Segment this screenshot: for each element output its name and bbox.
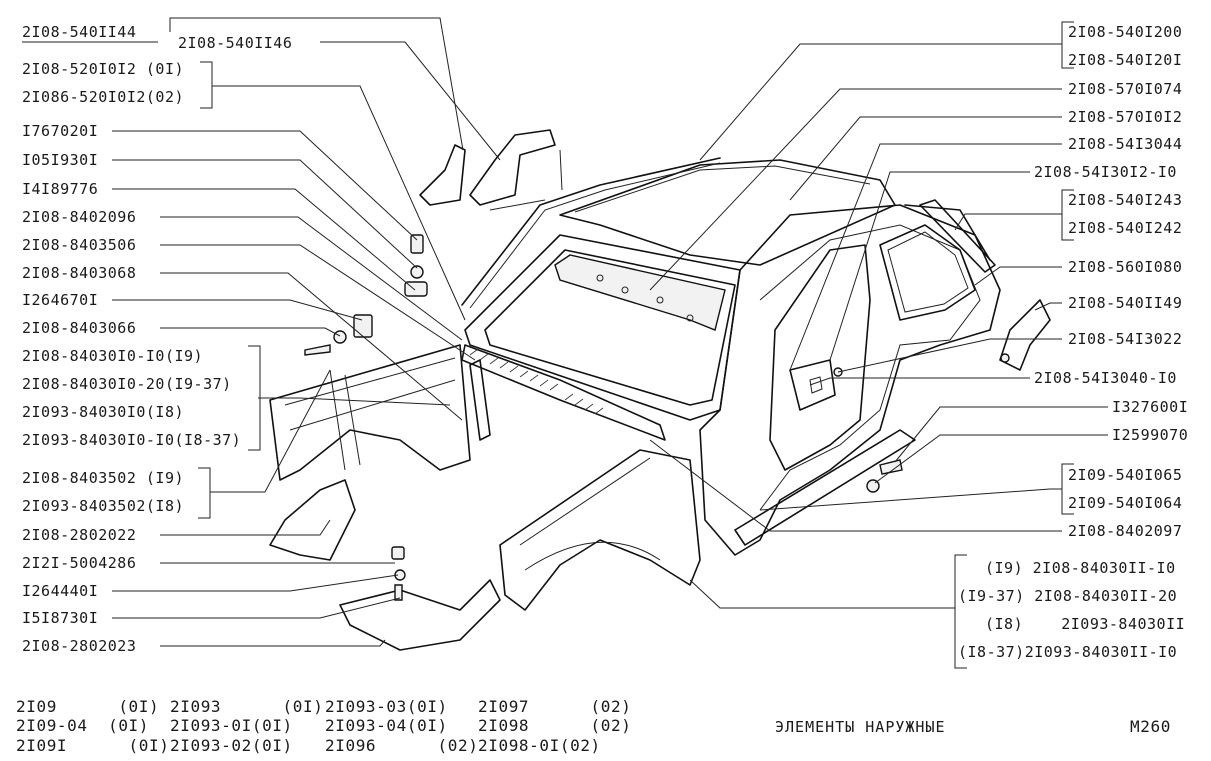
section-caption: ЭЛЕМЕНТЫ НАРУЖНЫЕ [775,718,946,736]
car-body-drawing [461,157,1051,556]
callout-left-1: 2I08-540II46 [178,34,292,52]
callout-left-19: 2I2I-5004286 [22,554,136,572]
callout-left-6: I4I89776 [22,180,98,198]
callout-right-14: 2I09-540I065 [1068,466,1182,484]
model-0: 2I09 (0I) [16,697,159,716]
inner-fender-panel [269,344,471,481]
callout-left-5: I05I930I [22,151,98,169]
sill-panel [734,429,916,546]
callout-left-14: 2I093-84030I0(I8) [22,403,184,421]
rear-spoiler [919,199,996,273]
callout-brackets [198,21,1074,669]
callout-right-3: 2I08-570I0I2 [1068,108,1182,126]
model-1: 2I09-04 (0I) [16,716,149,735]
callout-right-15: 2I09-540I064 [1068,494,1182,512]
leader-lines [112,17,1108,647]
mud-shield-rear [339,579,501,651]
upper-brackets [419,129,563,211]
model-4: 2I093-0I(0I) [170,716,293,735]
callout-left-15: 2I093-84030I0-I0(I8-37) [22,431,241,449]
model-2: 2I09I (0I) [16,736,170,755]
windshield-upper-rail [554,254,726,331]
body-side-frame [699,204,1001,556]
bracket-left [419,144,466,206]
callout-right-10: 2I08-54I3022 [1068,330,1182,348]
callout-left-11: 2I08-8403066 [22,319,136,337]
callout-right-11: 2I08-54I3040-I0 [1034,369,1177,387]
callout-left-4: I767020I [22,122,98,140]
callout-right-18: (I9-37) 2I08-84030II-20 [958,587,1177,605]
callout-left-18: 2I08-2802022 [22,526,136,544]
callout-left-0: 2I08-540II44 [22,23,136,41]
model-3: 2I093 (0I) [170,697,324,716]
mud-shield-front [269,479,356,561]
door-opening [769,244,871,471]
callout-right-4: 2I08-54I3044 [1068,135,1182,153]
roof-molding-left [461,157,721,306]
callout-left-10: I264670I [22,291,98,309]
callout-right-17: (I9) 2I08-84030II-I0 [985,559,1176,577]
rear-quarter-window [879,224,976,321]
page-code: M260 [1130,717,1171,736]
callout-left-9: 2I08-8403068 [22,264,136,282]
model-6: 2I093-03(0I) [325,697,448,716]
callout-right-16: 2I08-8402097 [1068,522,1182,540]
callout-left-17: 2I093-8403502(I8) [22,497,184,515]
callouts-left: 2I08-540II44 2I08-540II46 2I08-520I0I2 (… [22,23,292,655]
callout-right-8: 2I08-560I080 [1068,258,1182,276]
bracket-right [469,129,556,206]
callout-right-1: 2I08-540I20I [1068,51,1182,69]
model-7: 2I093-04(0I) [325,716,448,735]
callout-left-2: 2I08-520I0I2 (0I) [22,60,184,78]
callout-left-22: 2I08-2802023 [22,637,136,655]
callout-left-7: 2I08-8402096 [22,208,136,226]
callout-left-20: I264440I [22,582,98,600]
callout-left-8: 2I08-8403506 [22,236,136,254]
roof-molding-right [904,204,991,261]
callout-left-16: 2I08-8403502 (I9) [22,469,184,487]
cowl-panel [461,344,666,441]
callout-right-2: 2I08-570I074 [1068,80,1182,98]
left-front-fender-assembly [269,344,501,651]
callout-right-12: I327600I [1112,398,1188,416]
model-5: 2I093-02(0I) [170,736,293,755]
callout-right-5: 2I08-54I30I2-I0 [1034,163,1177,181]
callout-left-21: I5I8730I [22,609,98,627]
model-9: 2I097 (02) [478,697,632,716]
callout-right-0: 2I08-540I200 [1068,23,1182,41]
callout-right-13: I2599070 [1112,426,1188,444]
callout-right-20: (I8-37)2I093-84030II-I0 [958,643,1177,661]
callout-left-3: 2I086-520I0I2(02) [22,88,184,106]
callout-right-19: (I8) 2I093-84030II [985,615,1185,633]
model-list: 2I09 (0I) 2I09-04 (0I) 2I09I (0I) 2I093 … [16,697,632,755]
callout-right-6: 2I08-540I243 [1068,191,1182,209]
callout-left-12: 2I08-84030I0-I0(I9) [22,347,203,365]
inner-fender-strip [469,359,491,441]
roof-panel [559,159,896,266]
rear-bracket-small [999,299,1051,371]
callouts-right: 2I08-540I200 2I08-540I20I 2I08-570I074 2… [958,23,1188,661]
model-10: 2I098 (02) [478,716,632,735]
model-11: 2I098-0I(02) [478,736,601,755]
callout-left-13: 2I08-84030I0-20(I9-37) [22,375,232,393]
right-front-fender [499,449,701,611]
callout-right-9: 2I08-540II49 [1068,294,1182,312]
model-8: 2I096 (02) [325,736,479,755]
callout-right-7: 2I08-540I242 [1068,219,1182,237]
fuel-flap [789,359,836,411]
